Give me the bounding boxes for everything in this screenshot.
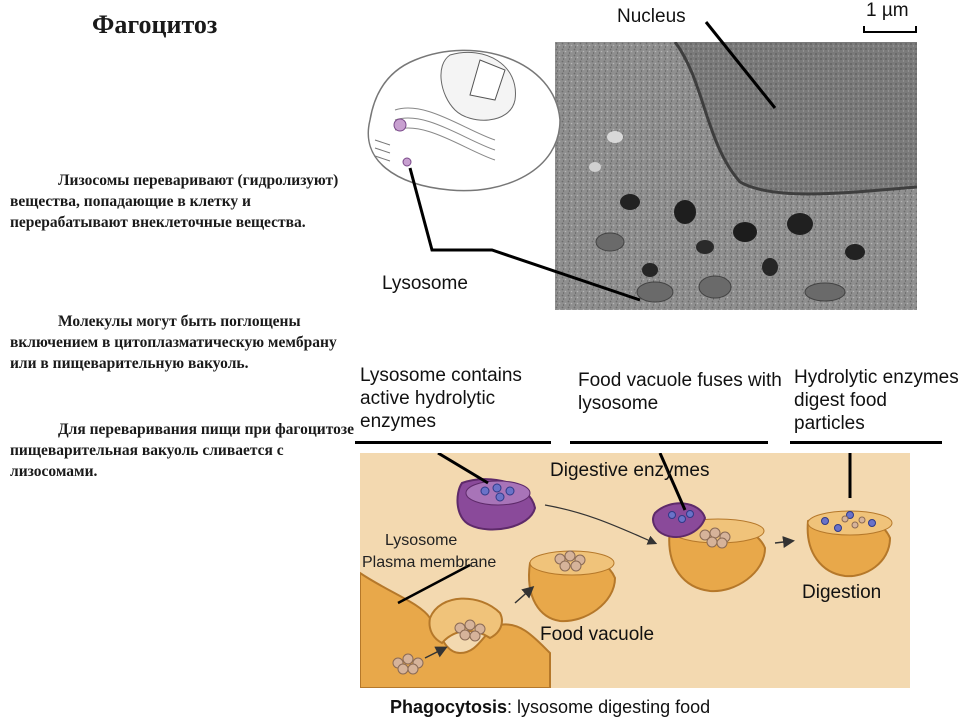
caption-rest: : lysosome digesting food xyxy=(507,697,711,717)
caption-bold: Phagocytosis xyxy=(390,697,508,717)
plasma-membrane-label: Plasma membrane xyxy=(362,554,497,571)
paragraph-2: Молекулы могут быть поглощены включением… xyxy=(10,313,337,372)
phagocytosis-diagram xyxy=(360,453,893,688)
digestive-enzymes-label: Digestive enzymes xyxy=(550,460,710,481)
stage-1-rule xyxy=(355,441,551,444)
food-vacuole-label: Food vacuole xyxy=(540,624,655,645)
digestion-label: Digestion xyxy=(802,582,882,603)
stage-2-text: Food vacuole fuses with lysosome xyxy=(578,370,782,414)
paragraph-1: Лизосомы переваривают (гидролизуют) веще… xyxy=(10,172,339,231)
page-title: Фагоцитоз xyxy=(92,10,218,39)
stage-2-rule xyxy=(570,441,768,444)
stage-3-text: Hydrolytic enzymes digest food particles xyxy=(794,367,959,434)
cell-sketch xyxy=(367,49,561,192)
stage-1-text: Lysosome contains active hydrolytic enzy… xyxy=(360,365,522,432)
scale-bar xyxy=(863,26,917,33)
scale-bar-label: 1 µm xyxy=(866,0,909,21)
paragraph-3: Для переваривания пищи при фагоцитозе пи… xyxy=(10,421,354,480)
nucleus-label: Nucleus xyxy=(617,6,686,27)
phagocytosis-panel xyxy=(360,453,910,688)
electron-micrograph xyxy=(555,42,917,310)
stage-3-rule xyxy=(790,441,942,444)
lysosome-diagram-label: Lysosome xyxy=(385,532,458,549)
figure-caption: Phagocytosis: lysosome digesting food xyxy=(390,697,710,718)
lysosome-label: Lysosome xyxy=(382,273,468,294)
